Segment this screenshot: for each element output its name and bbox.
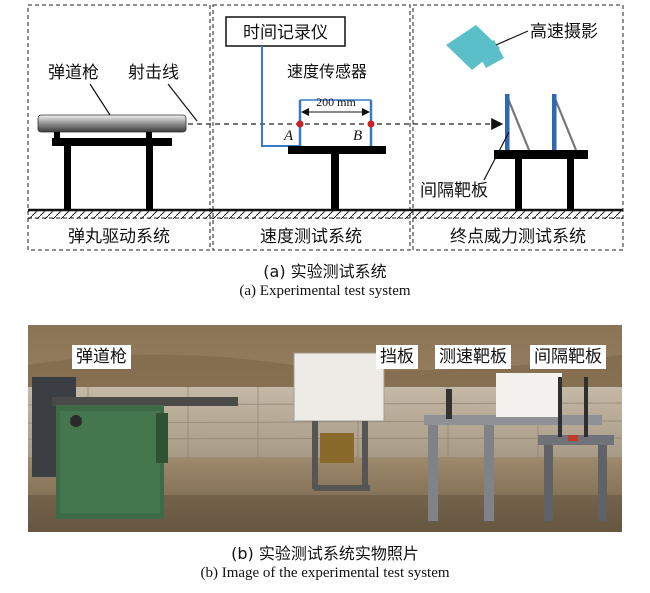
test-system-schematic: 弹道枪 射击线 时间记录仪 速度传感器 200 mm A B 高速摄影 间隔靶板 bbox=[27, 4, 624, 251]
photo-label-spaced-target: 间隔靶板 bbox=[530, 345, 606, 369]
caption-b-english: (b) Image of the experimental test syste… bbox=[200, 565, 450, 581]
high-speed-camera-icon bbox=[446, 25, 504, 70]
ballistic-gun bbox=[37, 114, 187, 210]
target-stand bbox=[494, 150, 588, 210]
photo-label-speed-target: 测速靶板 bbox=[435, 345, 511, 369]
spaced-target-plates bbox=[505, 94, 578, 151]
point-b-label: B bbox=[353, 128, 362, 144]
gun-label: 弹道枪 bbox=[48, 63, 99, 83]
sensor-stand bbox=[288, 146, 386, 210]
panel-title-drive: 弹丸驱动系统 bbox=[68, 227, 170, 247]
gun-leader bbox=[89, 83, 111, 116]
camera-label: 高速摄影 bbox=[530, 22, 598, 42]
spaced-target-label: 间隔靶板 bbox=[420, 181, 488, 201]
point-a-label: A bbox=[283, 128, 294, 144]
spacing-label: 200 mm bbox=[316, 95, 356, 109]
caption-a-chinese: (a) 实验测试系统 bbox=[263, 262, 387, 281]
test-system-photo: 弹道枪 挡板 测速靶板 间隔靶板 bbox=[28, 325, 622, 532]
photo-scene bbox=[28, 325, 622, 532]
caption-a-english: (a) Experimental test system bbox=[239, 283, 411, 299]
line-of-fire-leader bbox=[167, 83, 198, 122]
spaced-target-leader bbox=[483, 131, 510, 181]
panel-title-terminal: 终点威力测试系统 bbox=[450, 227, 586, 247]
panel-title-velocity: 速度测试系统 bbox=[260, 227, 362, 247]
camera-leader bbox=[495, 30, 529, 46]
timer-label: 时间记录仪 bbox=[243, 23, 328, 43]
timer-cable bbox=[261, 46, 300, 147]
timer-box: 时间记录仪 bbox=[225, 16, 346, 47]
sensor-point-b bbox=[367, 120, 375, 128]
line-of-fire-label: 射击线 bbox=[128, 63, 179, 83]
sensor-point-a bbox=[296, 120, 304, 128]
speed-sensor-label: 速度传感器 bbox=[287, 62, 367, 81]
ground bbox=[28, 208, 623, 219]
caption-b-chinese: (b) 实验测试系统实物照片 bbox=[231, 544, 419, 563]
photo-label-gun: 弹道枪 bbox=[72, 345, 131, 369]
photo-label-baffle: 挡板 bbox=[376, 345, 418, 369]
